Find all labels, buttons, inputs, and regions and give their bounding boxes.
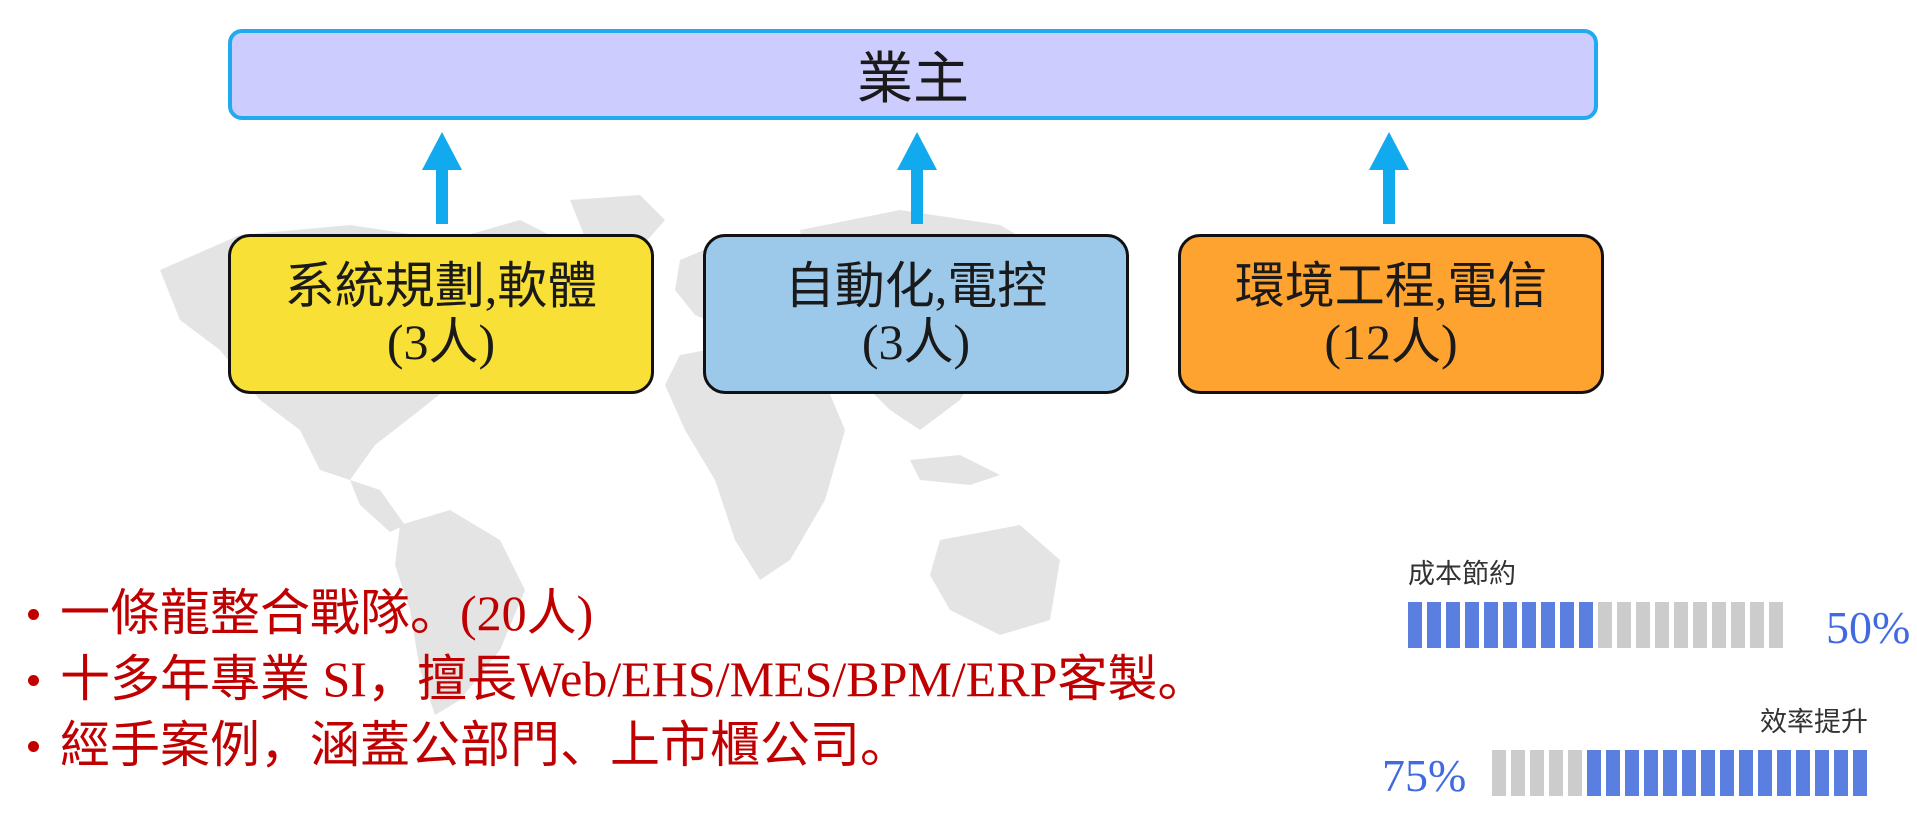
arrow-up-icon xyxy=(897,132,937,224)
progress-segment xyxy=(1625,750,1639,796)
progress-segment xyxy=(1408,602,1422,648)
progress-segment xyxy=(1674,602,1688,648)
progress-segment xyxy=(1796,750,1810,796)
progress-segment xyxy=(1853,750,1867,796)
bullet-item: 一條龍整合戰隊。(20人) xyxy=(22,580,1208,646)
progress-segment xyxy=(1598,602,1612,648)
owner-box: 業主 xyxy=(228,29,1598,120)
progress-segment xyxy=(1682,750,1696,796)
progress-segment xyxy=(1777,750,1791,796)
progress-segment xyxy=(1693,602,1707,648)
progress-segment xyxy=(1446,602,1460,648)
progress-bar-efficiency xyxy=(1492,750,1867,796)
progress-segment xyxy=(1560,602,1574,648)
bullet-dot-icon xyxy=(28,741,39,752)
progress-segment xyxy=(1663,750,1677,796)
arrow-up-icon xyxy=(1369,132,1409,224)
team-name: 自動化,電控 xyxy=(784,258,1048,314)
team-box-environment: 環境工程,電信 (12人) xyxy=(1178,234,1604,394)
bullet-dot-icon xyxy=(28,675,39,686)
progress-segment xyxy=(1606,750,1620,796)
progress-segment xyxy=(1617,602,1631,648)
progress-segment xyxy=(1492,750,1506,796)
team-name: 環境工程,電信 xyxy=(1234,258,1548,314)
bullet-list: 一條龍整合戰隊。(20人) 十多年專業 SI，擅長Web/EHS/MES/BPM… xyxy=(22,580,1208,778)
progress-segment xyxy=(1712,602,1726,648)
progress-segment xyxy=(1644,750,1658,796)
progress-segment xyxy=(1503,602,1517,648)
team-name: 系統規劃,軟體 xyxy=(284,258,598,314)
progress-segment xyxy=(1511,750,1525,796)
progress-segment xyxy=(1769,602,1783,648)
progress-segment xyxy=(1522,602,1536,648)
progress-segment xyxy=(1815,750,1829,796)
team-box-software: 系統規劃,軟體 (3人) xyxy=(228,234,654,394)
progress-segment xyxy=(1731,602,1745,648)
progress-segment xyxy=(1750,602,1764,648)
progress-segment xyxy=(1568,750,1582,796)
progress-segment xyxy=(1720,750,1734,796)
metric-label-efficiency: 效率提升 xyxy=(1760,707,1868,738)
arrow-up-icon xyxy=(422,132,462,224)
progress-segment xyxy=(1587,750,1601,796)
progress-segment xyxy=(1579,602,1593,648)
progress-segment xyxy=(1549,750,1563,796)
progress-segment xyxy=(1758,750,1772,796)
bullet-text: 一條龍整合戰隊。(20人) xyxy=(60,585,594,641)
bullet-item: 十多年專業 SI，擅長Web/EHS/MES/BPM/ERP客製。 xyxy=(22,646,1208,712)
team-box-automation: 自動化,電控 (3人) xyxy=(703,234,1129,394)
progress-segment xyxy=(1739,750,1753,796)
team-count: (3人) xyxy=(386,314,496,370)
bullet-dot-icon xyxy=(28,609,39,620)
progress-segment xyxy=(1655,602,1669,648)
progress-segment xyxy=(1530,750,1544,796)
progress-bar-cost-saving xyxy=(1408,602,1783,648)
bullet-item: 經手案例，涵蓋公部門、上市櫃公司。 xyxy=(22,712,1208,778)
metric-percent-efficiency: 75% xyxy=(1382,750,1467,801)
progress-segment xyxy=(1465,602,1479,648)
team-count: (12人) xyxy=(1324,314,1458,370)
team-count: (3人) xyxy=(861,314,971,370)
progress-segment xyxy=(1484,602,1498,648)
owner-label: 業主 xyxy=(857,49,969,111)
progress-segment xyxy=(1427,602,1441,648)
metric-label-cost-saving: 成本節約 xyxy=(1408,559,1516,590)
metric-percent-cost-saving: 50% xyxy=(1826,602,1911,653)
progress-segment xyxy=(1541,602,1555,648)
progress-segment xyxy=(1701,750,1715,796)
progress-segment xyxy=(1834,750,1848,796)
bullet-text: 經手案例，涵蓋公部門、上市櫃公司。 xyxy=(60,717,910,773)
bullet-text: 十多年專業 SI，擅長Web/EHS/MES/BPM/ERP客製。 xyxy=(60,651,1208,707)
progress-segment xyxy=(1636,602,1650,648)
